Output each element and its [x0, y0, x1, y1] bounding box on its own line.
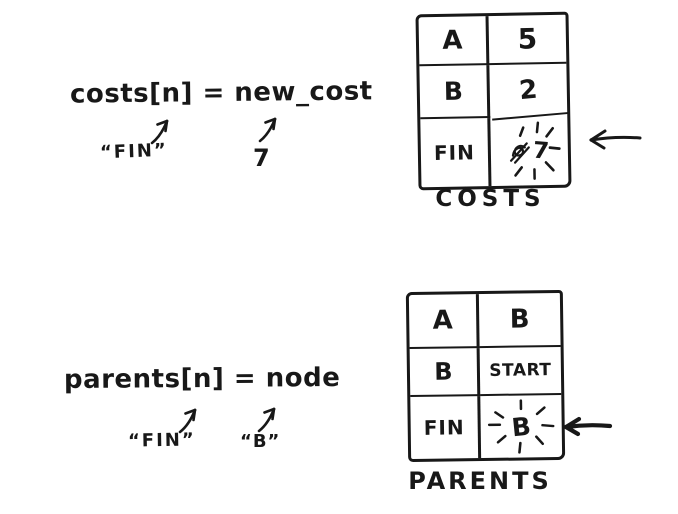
table-cell-key: A: [418, 16, 490, 67]
table-cell-key: B: [419, 65, 491, 120]
parents-value-annotation: “B”: [240, 431, 281, 452]
table-cell-value-text: B: [510, 411, 533, 442]
parents-table-title: PARENTS: [408, 467, 552, 495]
table-cell-value-text: 7: [532, 137, 551, 165]
table-cell-value: 5: [488, 14, 567, 66]
costs-table-title: COSTS: [435, 186, 546, 212]
left-arrow-icon: [563, 416, 613, 437]
parents-table: A B B START FIN B: [405, 289, 566, 463]
table-cell-value: B: [478, 292, 561, 349]
up-arrow-icon: [258, 117, 277, 143]
parents-key-annotation: “FIN”: [127, 429, 196, 452]
up-arrow-icon: [150, 119, 169, 145]
table-cell-key: FIN: [420, 118, 492, 188]
costs-table: A 5 B 2 FIN 7: [415, 11, 572, 191]
table-cell-value: START: [479, 346, 562, 397]
table-cell-new-value: 7: [490, 117, 568, 186]
up-arrow-icon: [257, 407, 276, 433]
table-cell-key: FIN: [410, 396, 482, 460]
costs-key-annotation: “FIN”: [99, 139, 169, 164]
scribble-mark-icon: [510, 142, 531, 164]
table-cell-new-value: B: [480, 395, 562, 458]
parents-assignment-formula: parents[n] = node: [63, 363, 341, 395]
up-arrow-icon: [178, 408, 197, 434]
table-cell-key: A: [408, 294, 480, 350]
left-arrow-icon: [589, 129, 642, 150]
table-cell-value: 2: [487, 61, 569, 121]
table-cell-key: B: [409, 348, 481, 398]
costs-value-annotation: 7: [253, 144, 270, 172]
costs-assignment-formula: costs[n] = new_cost: [69, 76, 373, 110]
